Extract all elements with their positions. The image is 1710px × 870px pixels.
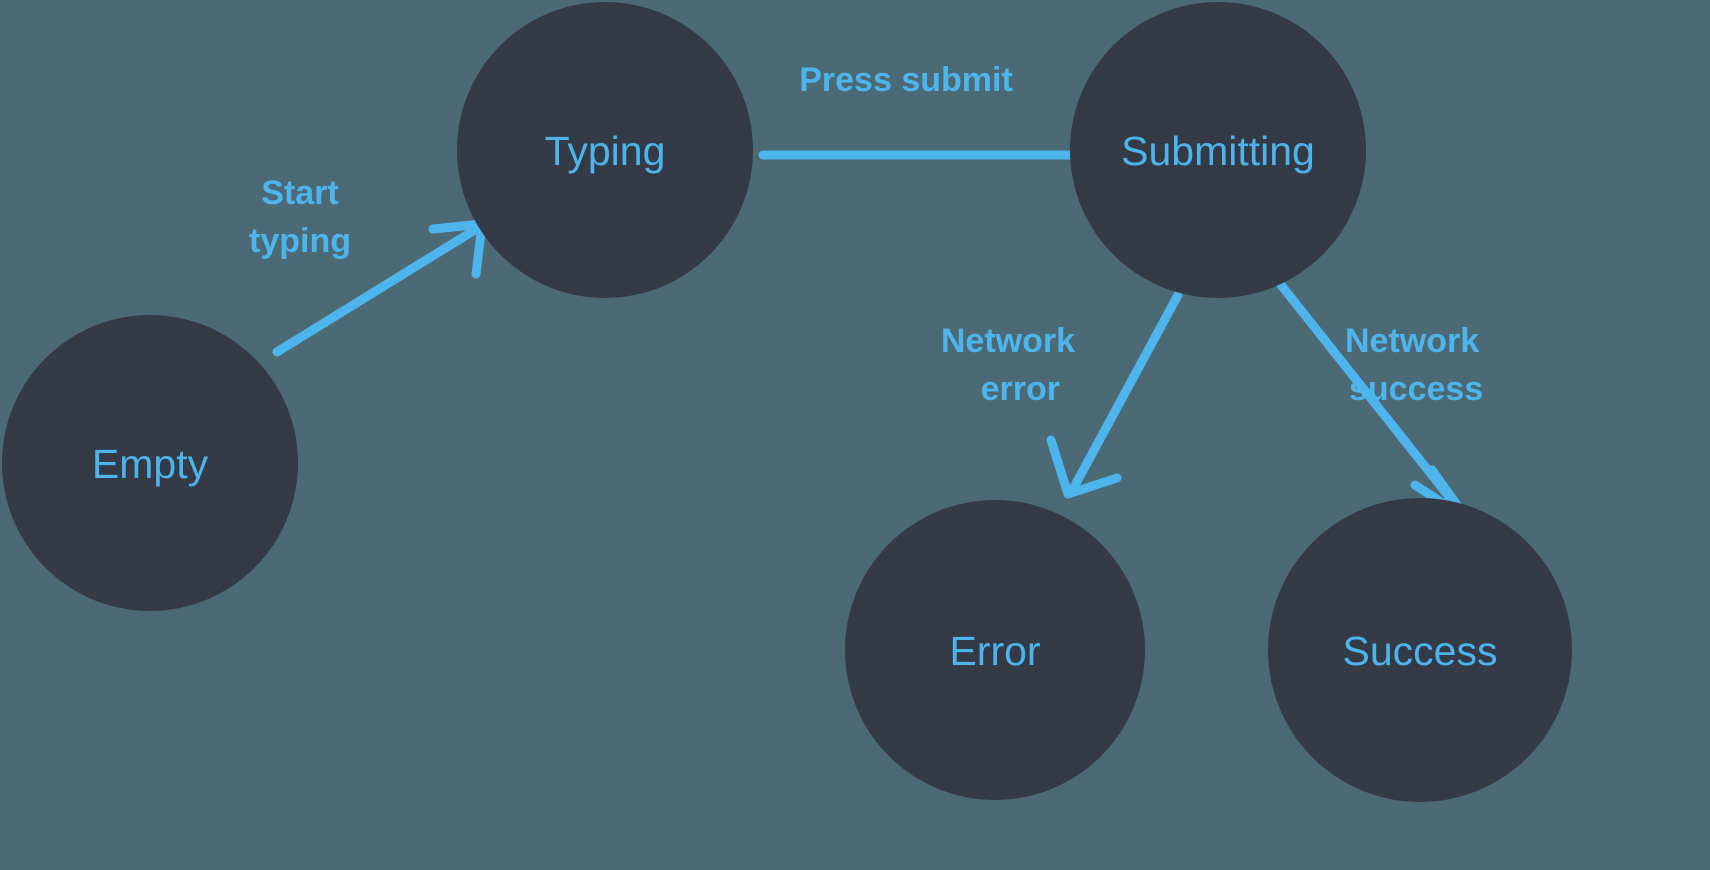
state-node-error-circle[interactable] bbox=[845, 500, 1145, 800]
edge-label-start-typing-line-1: Start bbox=[261, 174, 338, 212]
edge-network-error bbox=[1046, 290, 1183, 499]
state-node-typing-label: Typing bbox=[545, 128, 666, 174]
state-node-success[interactable]: Success bbox=[1268, 498, 1572, 802]
edge-label-network-error-line-1: Network bbox=[941, 322, 1075, 360]
edge-label-press-submit-line-1: Press submit bbox=[799, 61, 1013, 99]
state-node-empty-label: Empty bbox=[92, 441, 209, 487]
state-node-submitting[interactable]: Submitting bbox=[1070, 2, 1366, 298]
edge-label-network-success-line-1: Network bbox=[1345, 322, 1479, 360]
edge-label-start-typing: Start typing bbox=[249, 174, 351, 260]
state-node-typing-circle[interactable] bbox=[457, 2, 753, 298]
edge-label-press-submit: Press submit bbox=[799, 61, 1013, 99]
edge-label-start-typing-line-2: typing bbox=[249, 222, 351, 260]
edge-start-typing-line bbox=[272, 223, 483, 357]
edge-label-network-success: Network success bbox=[1345, 322, 1483, 408]
state-node-submitting-label: Submitting bbox=[1121, 128, 1315, 174]
state-node-submitting-circle[interactable] bbox=[1070, 2, 1366, 298]
edge-label-network-success-line-2: success bbox=[1349, 370, 1483, 408]
state-node-success-circle[interactable] bbox=[1268, 498, 1572, 802]
state-node-empty-circle[interactable] bbox=[2, 315, 298, 611]
state-node-empty[interactable]: Empty bbox=[2, 315, 298, 611]
state-node-error[interactable]: Error bbox=[845, 500, 1145, 800]
edge-network-error-line bbox=[1068, 290, 1183, 494]
state-node-error-label: Error bbox=[949, 628, 1040, 674]
edge-network-error-arrowhead-icon bbox=[1046, 435, 1122, 499]
state-node-typing[interactable]: Typing bbox=[457, 2, 753, 298]
edge-label-network-error: Network error bbox=[941, 322, 1075, 408]
state-node-success-label: Success bbox=[1343, 628, 1498, 674]
edge-label-network-error-line-2: error bbox=[981, 370, 1060, 408]
